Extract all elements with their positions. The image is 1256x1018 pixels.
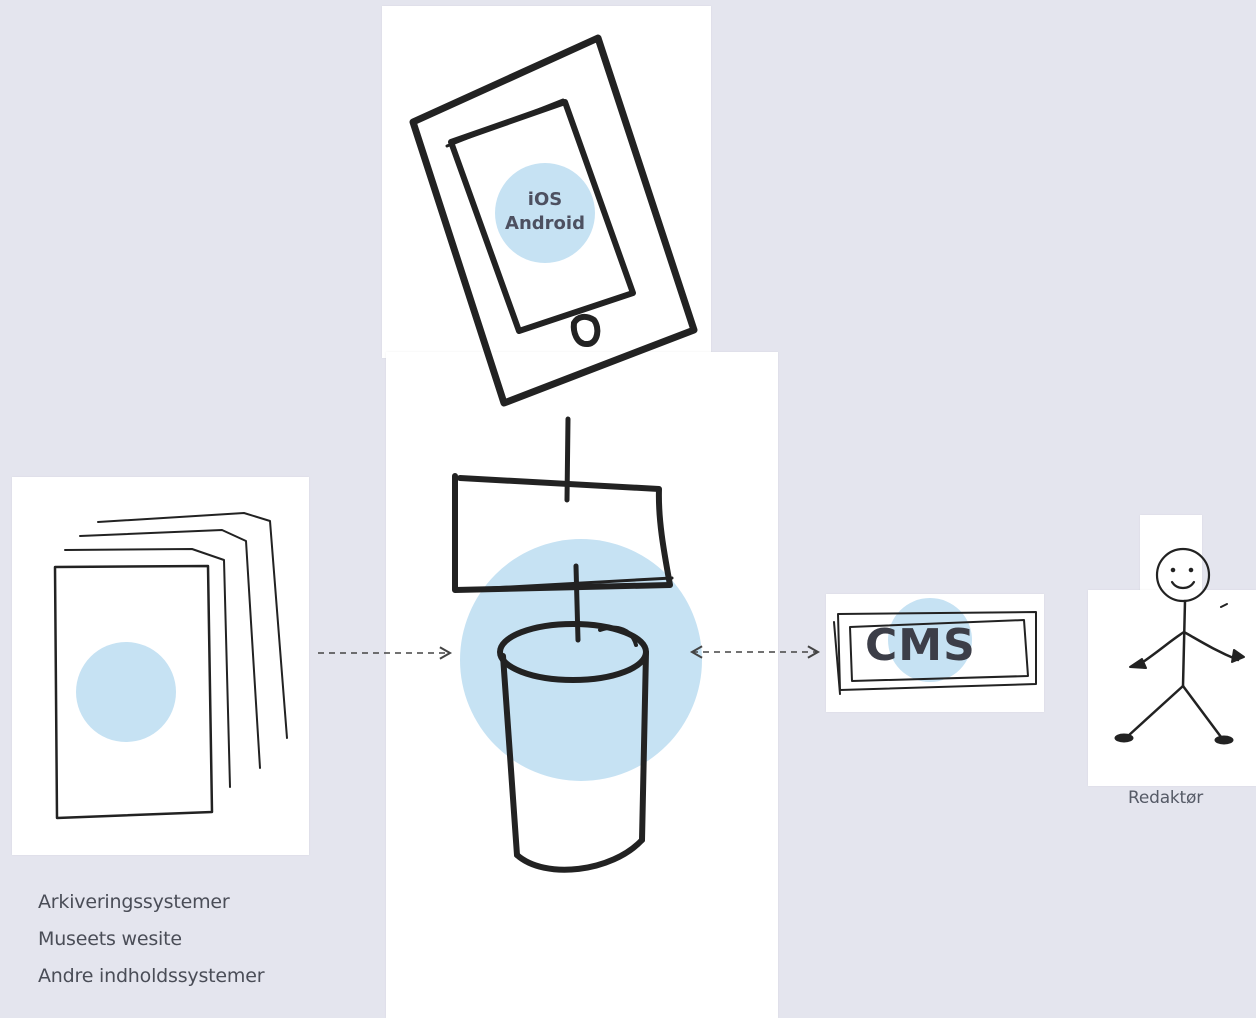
- server-sketch: [452, 416, 674, 643]
- documents-sketch: [53, 512, 288, 820]
- cms-sketch: [833, 611, 1037, 695]
- database-highlight: [460, 539, 702, 781]
- cms-highlight: [888, 598, 972, 682]
- cms-label: CMS: [865, 620, 976, 671]
- device-highlight: [495, 163, 595, 263]
- editor-sketch: [1114, 547, 1245, 745]
- documents-highlight: [76, 642, 176, 742]
- source-archive-systems: Arkiveringssystemer: [38, 891, 230, 913]
- platform-android: Android: [505, 213, 585, 234]
- device-platform-label: iOS Android: [494, 188, 596, 236]
- database-sketch: [497, 621, 649, 873]
- sources-list: Arkiveringssystemer Museets wesite Andre…: [38, 884, 265, 995]
- platform-ios: iOS: [527, 189, 563, 210]
- editor-label: Redaktør: [1128, 788, 1204, 808]
- tablet-sketch: [409, 34, 698, 407]
- editor-paper-body: [1088, 590, 1256, 786]
- source-museum-website: Museets wesite: [38, 928, 182, 950]
- source-other-content-systems: Andre indholdssystemer: [38, 965, 265, 987]
